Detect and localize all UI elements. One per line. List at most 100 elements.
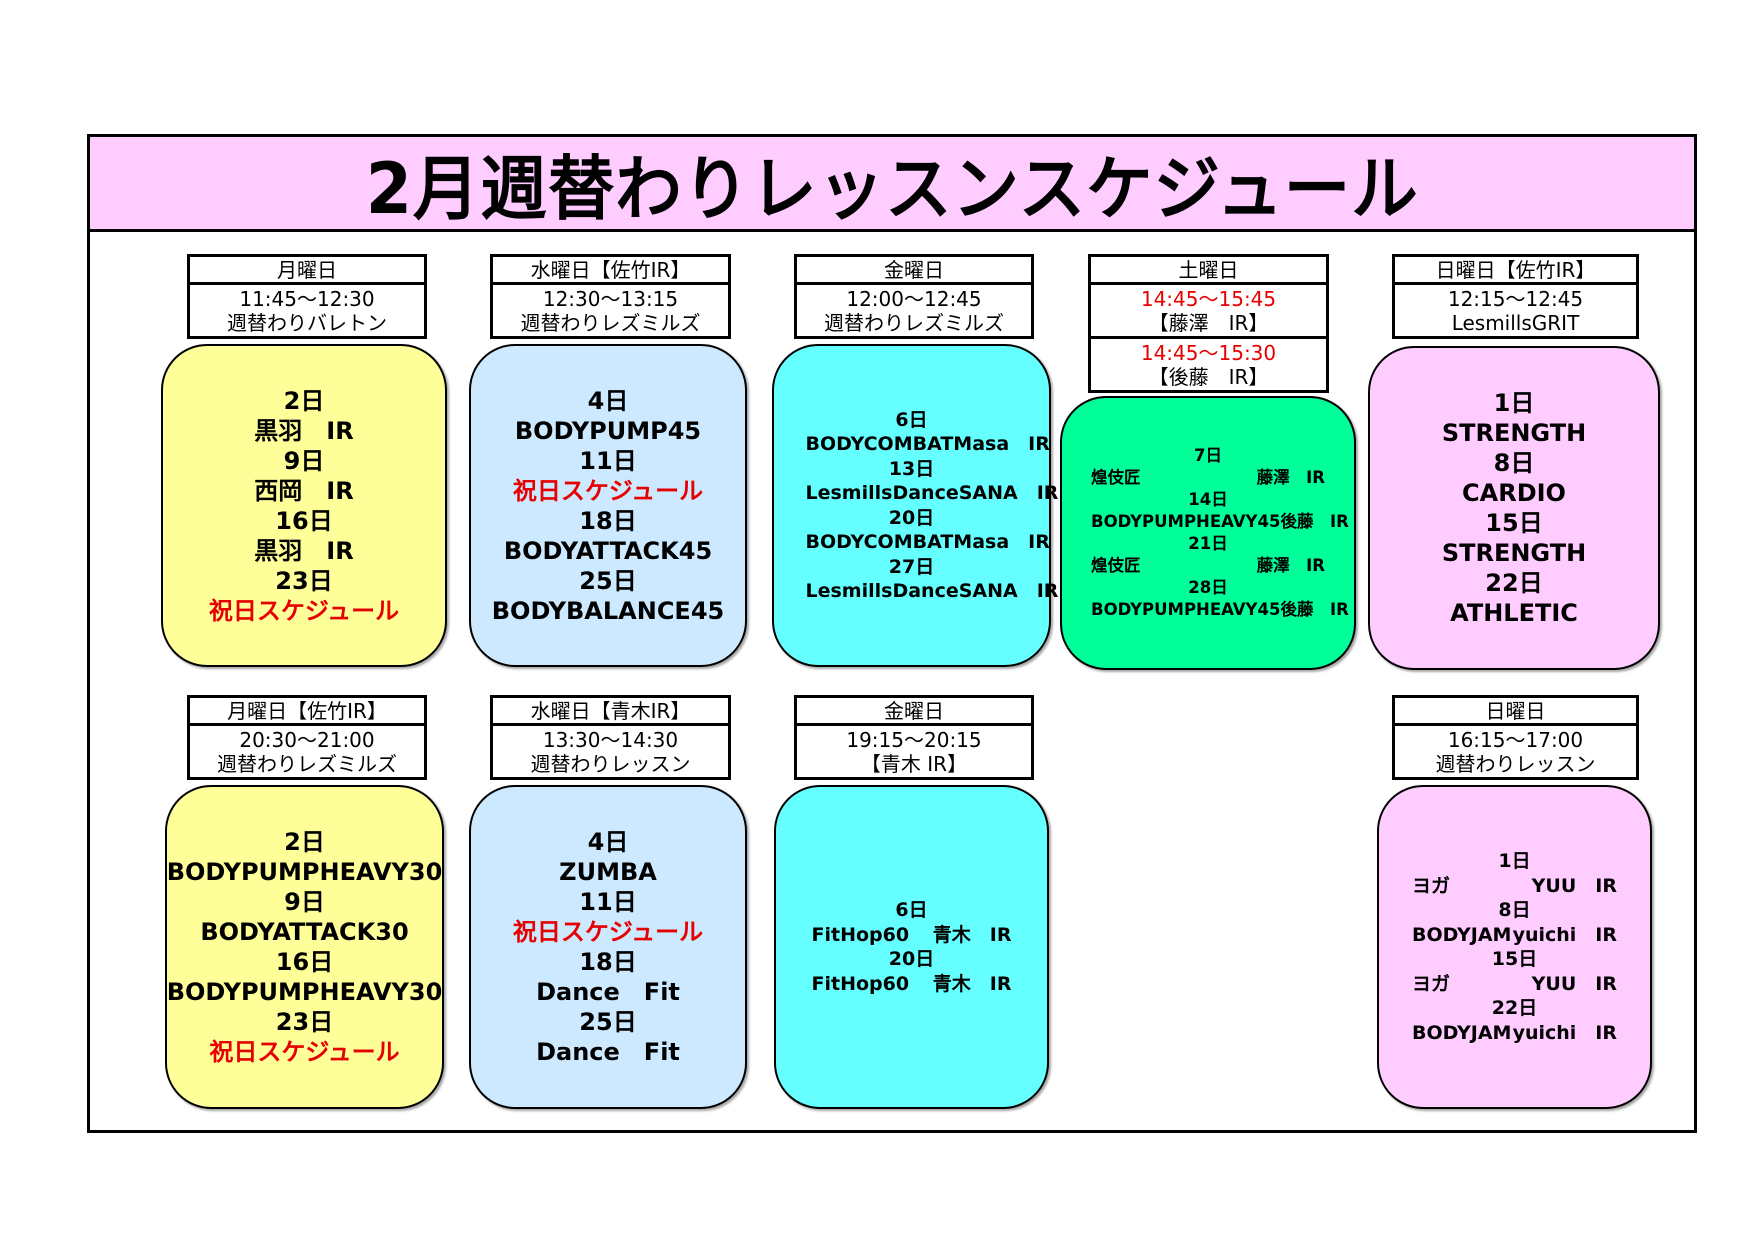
entry-date: 15日 (1491, 948, 1538, 970)
lesson-name: 週替わりバレトン (227, 310, 387, 335)
entry-date: 23日 (275, 1008, 334, 1036)
entry-date: 1日 (1498, 850, 1531, 872)
day-label: 土曜日 (1178, 257, 1239, 282)
lesson-name: 【青木 IR】 (860, 751, 968, 776)
instructor-name: yuichi IR (1512, 923, 1617, 946)
lesson-name: LesmillsDance (805, 580, 959, 602)
lesson-time: 14:45～15:45 (1140, 286, 1277, 311)
instructor-name: Masa IR (953, 433, 1050, 455)
lesson-name: CARDIO (1462, 479, 1566, 507)
lesson-name: LesmillsDance (805, 482, 959, 504)
lesson-name: BODYATTACK30 (200, 918, 409, 946)
lesson-name: ヨガ (1412, 972, 1451, 995)
lesson-name: BODYCOMBAT (805, 531, 954, 553)
entry-date: 8日 (1498, 899, 1531, 921)
day-label: 水曜日【青木IR】 (530, 698, 691, 723)
entry-date: 27日 (888, 555, 935, 578)
lesson-time: 14:45～15:30 (1140, 340, 1277, 365)
lesson-name: Dance Fit (536, 978, 680, 1006)
entry-row: 煌伎匠藤澤 IR (1091, 555, 1325, 577)
instructor-name: YUU IR (1531, 972, 1617, 995)
instructor-name: YUU IR (1531, 874, 1617, 897)
entry-date: 4日 (587, 386, 629, 415)
day-label: 日曜日【佐竹IR】 (1435, 257, 1596, 282)
lesson-name: BODYCOMBAT (805, 433, 954, 455)
day-label-cell: 月曜日 (190, 257, 424, 285)
holiday-schedule-label: 祝日スケジュール (512, 918, 704, 946)
day-label: 月曜日 (277, 257, 337, 282)
instructor-name: yuichi IR (1512, 1021, 1617, 1044)
entry-date: 15日 (1485, 509, 1543, 537)
day-label-cell: 月曜日【佐竹IR】 (190, 698, 424, 726)
instructor-name: 後藤 IR (1280, 512, 1349, 531)
day-label-cell: 金曜日 (797, 257, 1031, 285)
instructor-name: 藤澤 IR (1256, 468, 1325, 487)
entry-date: 16日 (275, 948, 334, 976)
instructor-name: SANA IR (958, 580, 1059, 602)
day-label-cell: 日曜日【佐竹IR】 (1395, 257, 1636, 285)
lesson-name: ZUMBA (559, 858, 657, 886)
entry-date: 25日 (579, 566, 637, 595)
entry-date: 18日 (579, 948, 637, 976)
lesson-name: BODYBALANCE45 (491, 596, 725, 625)
entry-date: 11日 (579, 446, 637, 475)
day-label: 金曜日 (884, 698, 944, 723)
lesson-time: 12:15～12:45 (1447, 286, 1584, 311)
time-cell: 14:45～15:45【藤澤 IR】 (1091, 285, 1326, 339)
lesson-name: ATHLETIC (1450, 599, 1578, 627)
lesson-time: 19:15～20:15 (846, 727, 982, 752)
lesson-name: 週替わりレズミルズ (824, 310, 1004, 335)
lesson-name: 週替わりレズミルズ (217, 751, 397, 776)
instructor-name: 後藤 IR (1280, 600, 1349, 619)
entry-date: 8日 (1493, 449, 1535, 477)
lesson-name: 週替わりレッスン (1435, 751, 1596, 776)
entry-row: 煌伎匠藤澤 IR (1091, 467, 1325, 489)
holiday-schedule-label: 祝日スケジュール (209, 1038, 400, 1066)
lesson-name: 週替わりレズミルズ (520, 310, 701, 335)
lesson-name: FitHop60 (811, 972, 910, 995)
lesson-name: FitHop60 (811, 923, 910, 946)
entry-date: 13日 (888, 457, 935, 480)
title-bar: 2月週替わりレッスンスケジュール (87, 134, 1697, 232)
day-label: 水曜日【佐竹IR】 (530, 257, 691, 282)
lesson-time: 20:30～21:00 (239, 727, 375, 752)
lesson-time: 16:15～17:00 (1447, 727, 1584, 752)
entry-date: 2日 (283, 386, 325, 415)
day-label: 金曜日 (884, 257, 944, 282)
lesson-time: 13:30～14:30 (542, 727, 679, 752)
day-label-cell: 水曜日【青木IR】 (493, 698, 728, 726)
lesson-name: BODYATTACK45 (503, 536, 713, 565)
lesson-time: 12:30～13:15 (542, 286, 679, 311)
holiday-schedule-label: 祝日スケジュール (512, 476, 704, 505)
holiday-schedule-label: 祝日スケジュール (208, 596, 400, 625)
day-label: 日曜日 (1485, 698, 1546, 723)
entry-date: 14日 (1188, 490, 1228, 509)
lesson-name: BODYPUMPHEAVY30 (166, 858, 443, 886)
entry-date: 18日 (579, 506, 637, 535)
lesson-name: STRENGTH (1441, 539, 1587, 567)
instructor-name: 青木 IR (932, 972, 1012, 995)
entry-date: 23日 (275, 566, 333, 595)
lesson-time: 11:45～12:30 (239, 286, 375, 311)
entry-date: 7日 (1194, 446, 1222, 465)
lesson-name: 黒羽 IR (254, 536, 354, 565)
lesson-name: STRENGTH (1441, 419, 1587, 447)
